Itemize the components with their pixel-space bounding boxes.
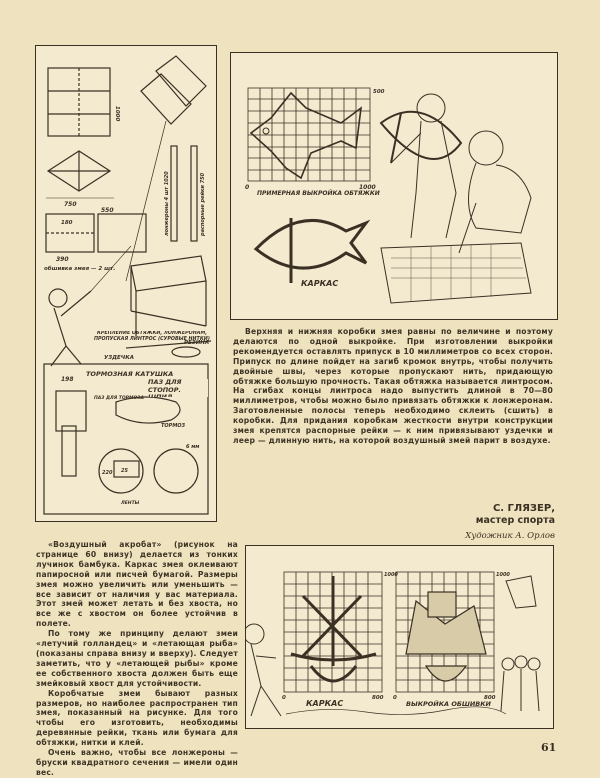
frame-axis-end: 800 [372, 695, 384, 701]
left-paragraph-4: Очень важно, чтобы все лонжероны — бруск… [36, 748, 238, 777]
dim-180: 180 [61, 220, 73, 226]
fish-outline [249, 91, 363, 180]
pattern-axis-side: 1000 [496, 572, 510, 578]
dutchman-kite-drawing: КАРКАС 0 800 1000 0 ВЫКРОЙКА ОБШИВКИ 800… [246, 571, 541, 717]
dim-750: 750 [64, 201, 77, 208]
frame-axis-side: 1000 [384, 572, 398, 578]
box-kite-illustration: 750 550 180 390 обшивка змея — 2 шт. лон… [35, 45, 217, 522]
fish-kite-drawing: 0 1000 500 ПРИМЕРНАЯ ВЫКРОЙКА ОБТЯЖКИ КА… [245, 87, 532, 304]
dim-25: 25 [121, 468, 128, 474]
dutchman-frame [290, 576, 377, 683]
right-article-text: Верхняя и нижняя коробки змея равны по в… [233, 327, 553, 446]
left-paragraph-2: По тому же принципу делают змеи «летучий… [36, 629, 238, 688]
stopper-slot-label: ПАЗ ДЛЯ СТОПОР. ШПИЛ. [148, 379, 208, 397]
brake-label: ТОРМОЗ [161, 423, 186, 429]
signature-block: С. ГЛЯЗЕР, мастер спорта Художник А. Орл… [465, 503, 555, 541]
fish-axis-side: 500 [373, 89, 385, 95]
pattern-axis-end: 800 [484, 695, 496, 701]
left-paragraph-3: Коробчатые змеи бывают разных размеров, … [36, 688, 238, 748]
brake-slot-label: ПАЗ ДЛЯ ТОРМОЗА [94, 395, 144, 401]
longeron-label: лонжероны 4 шт 1020 [164, 171, 170, 236]
dim-198: 198 [61, 376, 74, 383]
spreader-label: распорные рейки 750 [200, 172, 206, 237]
fish-kite-illustration: 0 1000 500 ПРИМЕРНАЯ ВЫКРОЙКА ОБТЯЖКИ КА… [230, 52, 558, 320]
fish-pattern-grid [247, 87, 371, 182]
fish-grid-label: ПРИМЕРНАЯ ВЫКРОЙКА ОБТЯЖКИ [257, 189, 380, 197]
people-drawing [246, 575, 541, 717]
dutchman-kite-illustration: КАРКАС 0 800 1000 0 ВЫКРОЙКА ОБШИВКИ 800… [245, 545, 554, 729]
author-name: С. ГЛЯЗЕР, [492, 503, 555, 514]
left-paragraph-1: «Воздушный акробат» (рисунок на странице… [36, 540, 238, 629]
page-number: 61 [541, 741, 557, 754]
attach-label: КРЕПЛЕНИЕ ОБТЯЖКИ, ЛОНЖЕРОНАМ, ПРОПУСКАЯ… [94, 331, 210, 342]
right-paragraph: Верхняя и нижняя коробки змея равны по в… [233, 327, 553, 445]
reel-title: ТОРМОЗНАЯ КАТУШКА [86, 370, 173, 378]
artist-credit: Художник А. Орлов [465, 531, 555, 541]
children-drawing [379, 93, 532, 304]
dutchman-frame-label: КАРКАС [306, 699, 343, 708]
fish-axis-start: 0 [245, 184, 249, 191]
bridle-label: УЗДЕЧКА [104, 355, 134, 361]
tape-label: ЛЕНТЫ [120, 500, 140, 506]
cover-label: обшивка змея — 2 шт. [44, 265, 115, 272]
fish-frame-label: КАРКАС [301, 279, 338, 288]
rubber-label: РЕЗИНА [184, 340, 209, 346]
dutchman-pattern [405, 591, 487, 682]
box-kite-drawing: 750 550 180 390 обшивка змея — 2 шт. лон… [43, 55, 212, 515]
left-article-text: «Воздушный акробат» (рисунок на странице… [36, 540, 238, 778]
pattern-axis-start: 0 [393, 695, 397, 701]
dim-6mm: 6 мм [186, 444, 199, 450]
dutchman-pattern-label: ВЫКРОЙКА ОБШИВКИ [406, 699, 492, 708]
fish-frame [253, 218, 371, 283]
dim-550: 550 [101, 207, 114, 214]
dim-220: 220 [102, 470, 113, 476]
dim-1000: 1000 [114, 106, 120, 121]
fish-axis-end: 1000 [359, 184, 376, 191]
author-title: мастер спорта [475, 515, 555, 526]
frame-axis-start: 0 [282, 695, 286, 701]
dim-450: 390 [56, 256, 69, 263]
